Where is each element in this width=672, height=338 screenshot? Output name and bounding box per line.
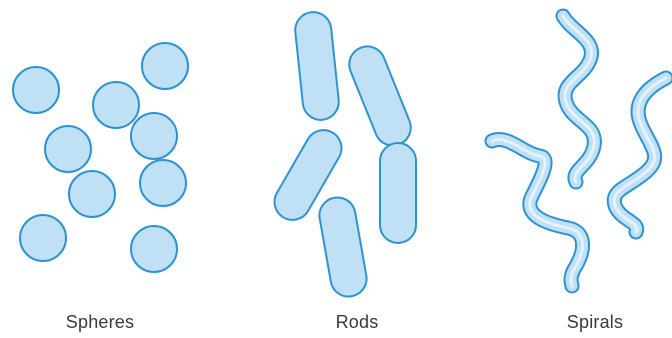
rods-label: Rods [336,312,379,333]
sphere [140,160,186,206]
rod [380,143,416,243]
spirals-label: Spirals [567,312,623,333]
sphere [131,113,177,159]
sphere [93,82,139,128]
spirals-group [492,16,666,286]
rod [317,195,370,300]
spiral [563,16,594,182]
sphere [69,171,115,217]
spheres-group [13,43,188,272]
sphere [142,43,188,89]
spiral [614,78,666,232]
sphere [20,215,66,261]
rod [344,41,416,151]
sphere [131,226,177,272]
sphere [45,126,91,172]
rod [293,10,340,121]
rods-group [268,10,416,299]
spiral [492,140,583,286]
spheres-label: Spheres [66,312,134,333]
sphere [13,67,59,113]
